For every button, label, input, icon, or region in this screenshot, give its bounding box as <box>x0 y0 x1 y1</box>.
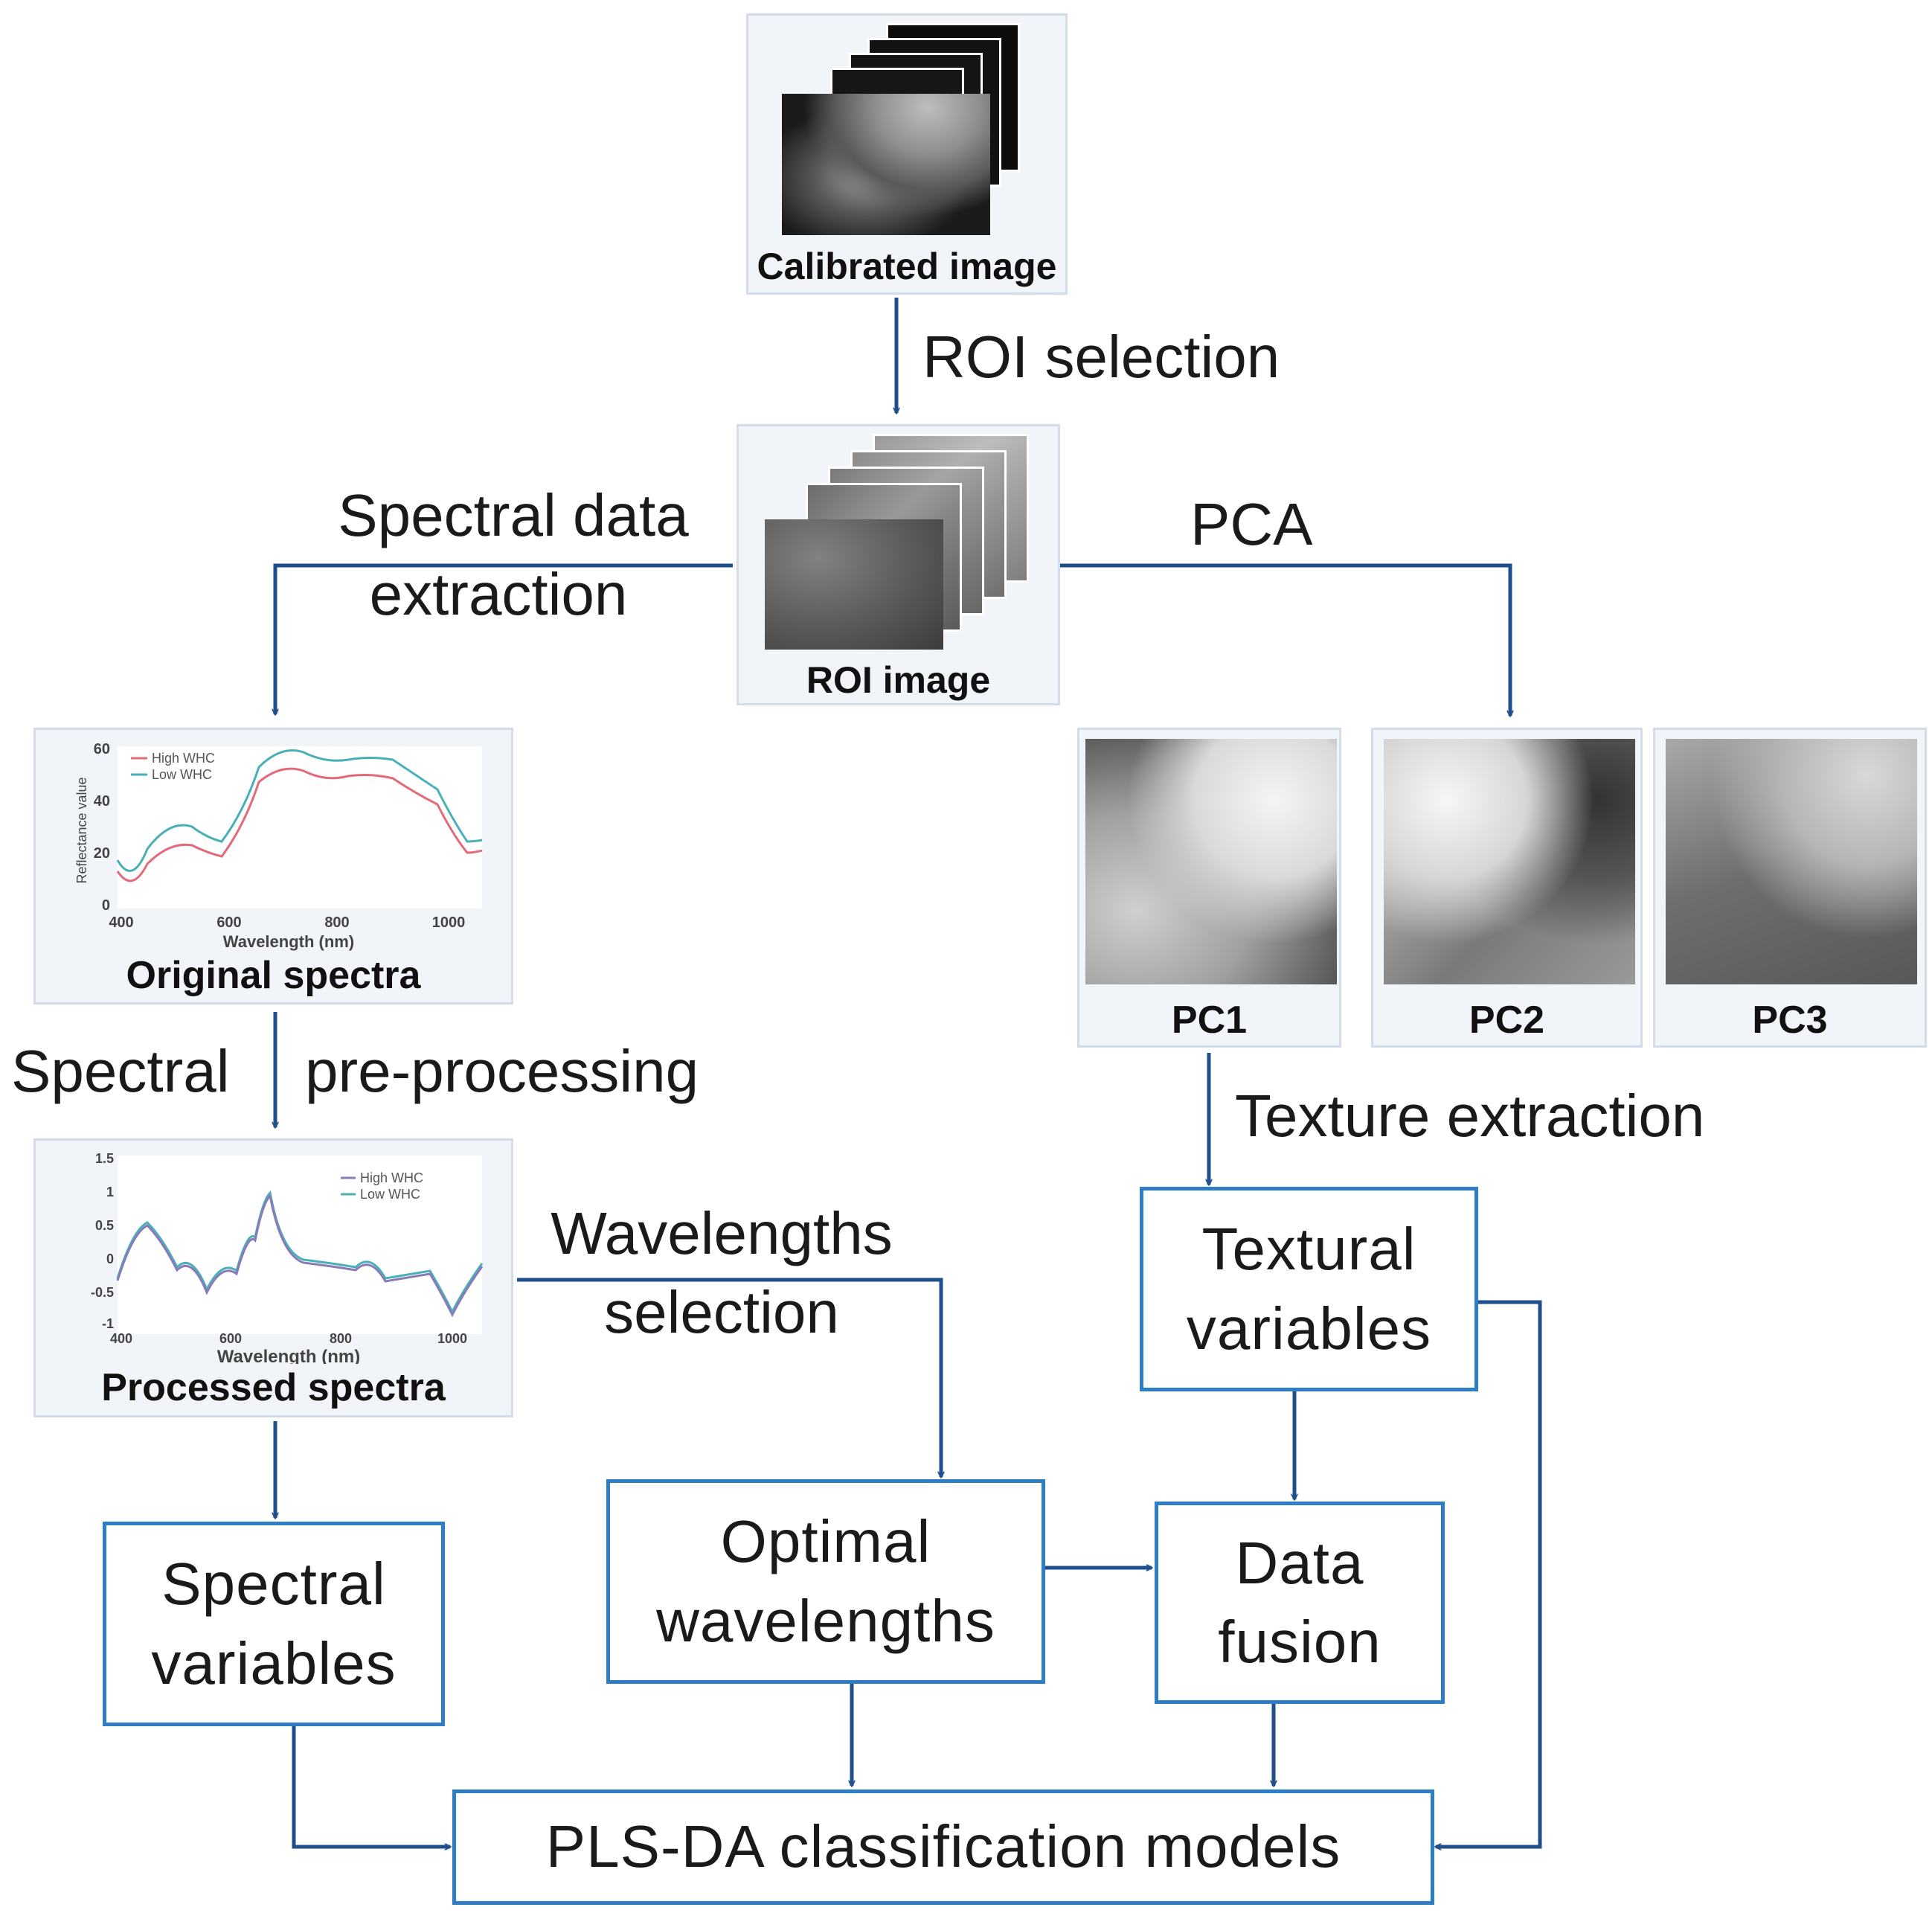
pc3-caption: PC3 <box>1752 999 1828 1042</box>
processed-ytick: 1 <box>106 1185 114 1199</box>
original-legend-high: High WHC <box>152 751 215 766</box>
optimal-wavelengths-line-1: Optimal <box>720 1508 931 1575</box>
wavelengths-selection-line-2: selection <box>604 1279 839 1346</box>
image-layer-front <box>765 519 943 650</box>
arrow-processed-to-optimal <box>517 1278 941 1477</box>
texture-extraction-label: Texture extraction <box>1235 1083 1705 1149</box>
processed-ytick: 0 <box>106 1252 114 1266</box>
textural-variables-box: Textural variables <box>1140 1187 1478 1391</box>
spectral-variables-line-2: variables <box>151 1630 397 1696</box>
textural-variables-line-1: Textural <box>1201 1216 1416 1283</box>
roi-selection-label: ROI selection <box>922 324 1280 390</box>
original-ytick: 60 <box>94 741 110 757</box>
pc1-panel: PC1 <box>1077 728 1341 1048</box>
original-spectra-caption: Original spectra <box>126 954 421 997</box>
pc1-image <box>1085 739 1337 984</box>
pc2-image <box>1384 739 1635 984</box>
original-ylabel: Reflectance value <box>74 777 89 883</box>
original-series-low <box>116 749 483 872</box>
calibrated-image-stack <box>774 23 1042 239</box>
wavelengths-selection-label: Wavelengths selection <box>521 1194 922 1353</box>
spectral-label: Spectral <box>11 1038 230 1104</box>
processed-ytick: 1.5 <box>95 1151 114 1166</box>
original-xlabel: Wavelength (nm) <box>223 932 354 951</box>
processed-ytick: 0.5 <box>95 1218 114 1233</box>
original-ytick: 20 <box>94 845 110 862</box>
processed-ytick: -1 <box>102 1316 114 1331</box>
processed-xtick: 400 <box>110 1331 132 1346</box>
spectral-data-extraction-label: Spectral data extraction <box>316 476 710 635</box>
original-xtick: 1000 <box>432 914 466 931</box>
pca-label: PCA <box>1190 491 1313 557</box>
calibrated-image-panel: Calibrated image <box>746 13 1068 295</box>
processed-spectra-chart: 1.5 1 0.5 0 -0.5 -1 400 600 800 1000 Wav… <box>91 1151 484 1364</box>
data-fusion-line-1: Data <box>1235 1529 1364 1596</box>
image-layer-front <box>782 94 990 235</box>
pc3-panel: PC3 <box>1653 728 1927 1048</box>
original-spectra-chart: 60 40 20 0 400 600 800 1000 Wavelength (… <box>74 741 483 951</box>
processed-series-low <box>116 1190 484 1315</box>
original-spectra-panel: 60 40 20 0 400 600 800 1000 Wavelength (… <box>33 728 513 1004</box>
processed-legend-high: High WHC <box>360 1170 423 1185</box>
processed-spectra-caption: Processed spectra <box>101 1366 446 1409</box>
original-xtick: 600 <box>216 914 241 931</box>
pc2-caption: PC2 <box>1469 999 1545 1042</box>
pc3-image <box>1666 739 1917 984</box>
textural-variables-line-2: variables <box>1186 1295 1432 1362</box>
pc2-panel: PC2 <box>1371 728 1643 1048</box>
roi-image-caption: ROI image <box>806 659 991 701</box>
arrow-spectral-vars-to-plsda <box>292 1723 450 1847</box>
wavelengths-selection-line-1: Wavelengths <box>551 1200 893 1266</box>
optimal-wavelengths-line-2: wavelengths <box>656 1587 995 1654</box>
original-legend-low: Low WHC <box>152 767 212 782</box>
processed-xtick: 800 <box>330 1331 352 1346</box>
arrow-roi-to-pcs <box>1060 563 1510 716</box>
pre-processing-label: pre-processing <box>305 1038 699 1104</box>
processed-legend-low: Low WHC <box>360 1187 420 1202</box>
original-xtick: 800 <box>324 914 349 931</box>
plsda-classification-label: PLS-DA classification models <box>545 1813 1341 1880</box>
processed-spectra-panel: 1.5 1 0.5 0 -0.5 -1 400 600 800 1000 Wav… <box>33 1138 513 1417</box>
roi-image-panel: ROI image <box>736 424 1060 705</box>
optimal-wavelengths-box: Optimal wavelengths <box>606 1479 1045 1684</box>
calibrated-image-caption: Calibrated image <box>757 246 1057 287</box>
original-series-high <box>116 767 483 882</box>
original-ytick: 40 <box>94 793 110 810</box>
processed-xtick: 600 <box>219 1331 242 1346</box>
pc1-caption: PC1 <box>1171 999 1248 1042</box>
processed-series-high <box>116 1193 484 1318</box>
data-fusion-box: Data fusion <box>1155 1502 1445 1704</box>
plsda-classification-box: PLS-DA classification models <box>452 1789 1434 1905</box>
arrow-textural-to-plsda <box>1436 1300 1542 1847</box>
spectral-variables-box: Spectral variables <box>103 1522 445 1726</box>
spectral-data-extraction-line-2: extraction <box>369 561 628 628</box>
processed-xtick: 1000 <box>437 1331 467 1346</box>
data-fusion-line-2: fusion <box>1218 1609 1381 1675</box>
processed-xlabel: Wavelength (nm) <box>217 1347 360 1364</box>
original-ytick: 0 <box>102 897 110 914</box>
arrow-roi-to-original <box>275 563 733 714</box>
spectral-data-extraction-line-1: Spectral data <box>338 482 689 548</box>
original-xtick: 400 <box>109 914 133 931</box>
processed-ytick: -0.5 <box>91 1285 114 1300</box>
spectral-variables-line-1: Spectral <box>161 1551 386 1618</box>
roi-image-stack <box>761 434 1044 657</box>
